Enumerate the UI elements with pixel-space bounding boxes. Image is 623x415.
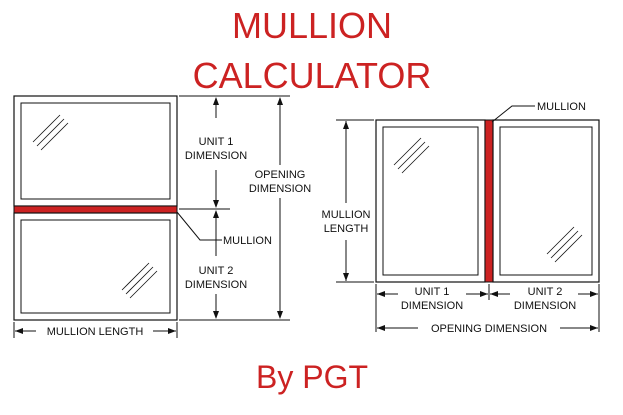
right-opening-label: OPENING DIMENSION bbox=[431, 323, 547, 335]
right-unit1-glass bbox=[382, 126, 479, 276]
byline: By PGT bbox=[256, 359, 368, 395]
right-unit1-label-line2: DIMENSION bbox=[401, 300, 463, 312]
right-unit2-glass bbox=[499, 126, 593, 276]
right-mullion-length-label-line1: MULLION bbox=[322, 209, 371, 221]
left-bottom-unit-frame bbox=[13, 212, 178, 321]
left-unit1-label-line1: UNIT 1 bbox=[199, 136, 234, 148]
left-bottom-glass-reflection-icon bbox=[121, 262, 158, 299]
left-unit2-label-line2: DIMENSION bbox=[185, 279, 247, 291]
left-top-unit-frame bbox=[13, 95, 178, 207]
left-mullion-label: MULLION bbox=[223, 235, 272, 247]
left-unit2-label-line1: UNIT 2 bbox=[199, 265, 234, 277]
left-top-unit-glass bbox=[20, 102, 171, 200]
left-unit1-label-line2: DIMENSION bbox=[185, 150, 247, 162]
title-line-1: MULLION bbox=[232, 5, 392, 46]
right-unit2-glass-reflection-icon bbox=[546, 226, 583, 263]
right-unit1-frame bbox=[375, 119, 486, 283]
right-unit2-frame bbox=[492, 119, 600, 283]
right-unit1-glass-reflection-icon bbox=[393, 137, 430, 174]
right-unit1-label-line1: UNIT 1 bbox=[415, 286, 450, 298]
left-top-glass-reflection-icon bbox=[32, 114, 69, 151]
left-opening-label-line2: DIMENSION bbox=[249, 183, 311, 195]
right-mullion-label: MULLION bbox=[537, 101, 586, 113]
left-bottom-unit-glass bbox=[20, 219, 171, 314]
title-line-2: CALCULATOR bbox=[193, 55, 432, 96]
left-mullion-bar bbox=[13, 205, 178, 214]
left-stacked-window-diagram: UNIT 1 DIMENSION UNIT 2 DIMENSION OPENIN… bbox=[13, 95, 311, 338]
left-opening-label-line1: OPENING bbox=[255, 169, 306, 181]
left-mullion-length-label: MULLION LENGTH bbox=[47, 326, 144, 338]
right-side-by-side-window-diagram: MULLION MULLION LENGTH UNIT 1 DIMENSION … bbox=[322, 101, 600, 335]
right-unit2-label-line1: UNIT 2 bbox=[528, 286, 563, 298]
right-unit2-label-line2: DIMENSION bbox=[514, 300, 576, 312]
right-mullion-bar bbox=[484, 119, 494, 283]
right-mullion-length-label-line2: LENGTH bbox=[324, 223, 369, 235]
